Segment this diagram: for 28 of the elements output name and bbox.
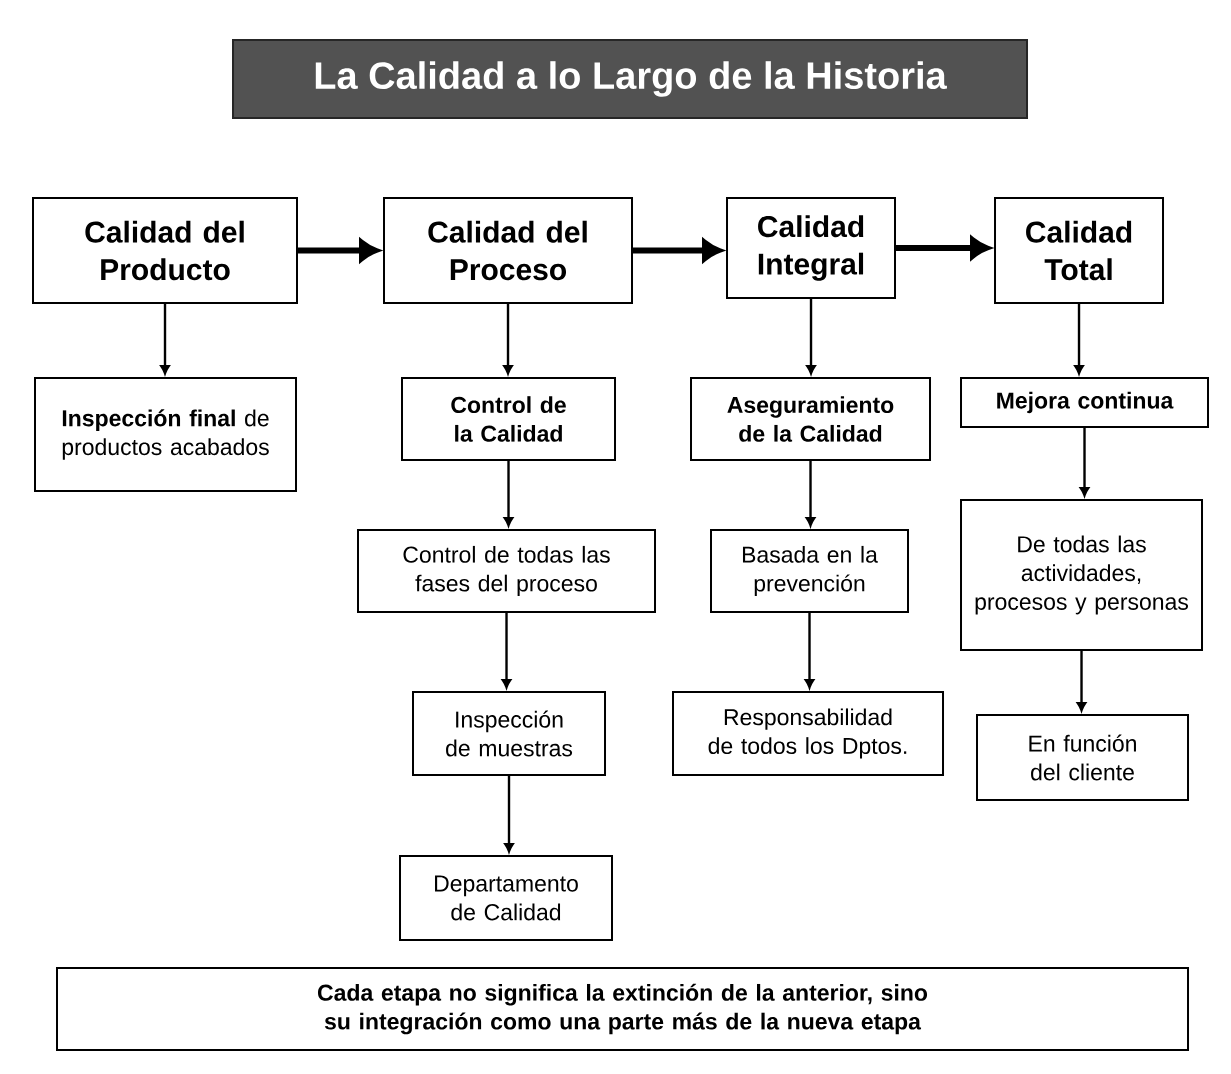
stage-box: Calidad Integral [726, 197, 896, 299]
process-box: Responsabilidad de todos los Dptos. [672, 691, 944, 776]
process-box: Basada en la prevención [710, 529, 909, 613]
arrow [504, 776, 514, 853]
arrow [1076, 651, 1087, 712]
stage-box: Calidad del Producto [32, 197, 298, 304]
arrow [805, 461, 816, 527]
arrow [806, 299, 816, 375]
stage-box: Calidad Total [994, 197, 1164, 304]
process-box: Aseguramiento de la Calidad [690, 377, 931, 461]
arrow [1074, 304, 1084, 375]
title-band: La Calidad a lo Largo de la Historia [232, 39, 1028, 119]
arrow [160, 304, 170, 375]
arrow [1079, 428, 1090, 497]
process-box: En función del cliente [976, 714, 1189, 801]
process-box: Mejora continua [960, 377, 1209, 428]
arrow [501, 613, 512, 689]
arrow [503, 461, 514, 527]
process-box: Departamento de Calidad [399, 855, 613, 941]
process-box: Control de la Calidad [401, 377, 616, 461]
arrow [804, 613, 815, 689]
process-box: Inspección final de productos acabados [34, 377, 297, 492]
process-box: Control de todas las fases del proceso [357, 529, 656, 613]
stage-box: Calidad del Proceso [383, 197, 633, 304]
arrow [503, 304, 513, 375]
process-box: De todas las actividades, procesos y personas [960, 499, 1203, 651]
process-box: Inspección de muestras [412, 691, 606, 776]
note-box: Cada etapa no significa la extinción de la anterior, sino su integración como una parte más de la nueva etapa [56, 967, 1189, 1051]
